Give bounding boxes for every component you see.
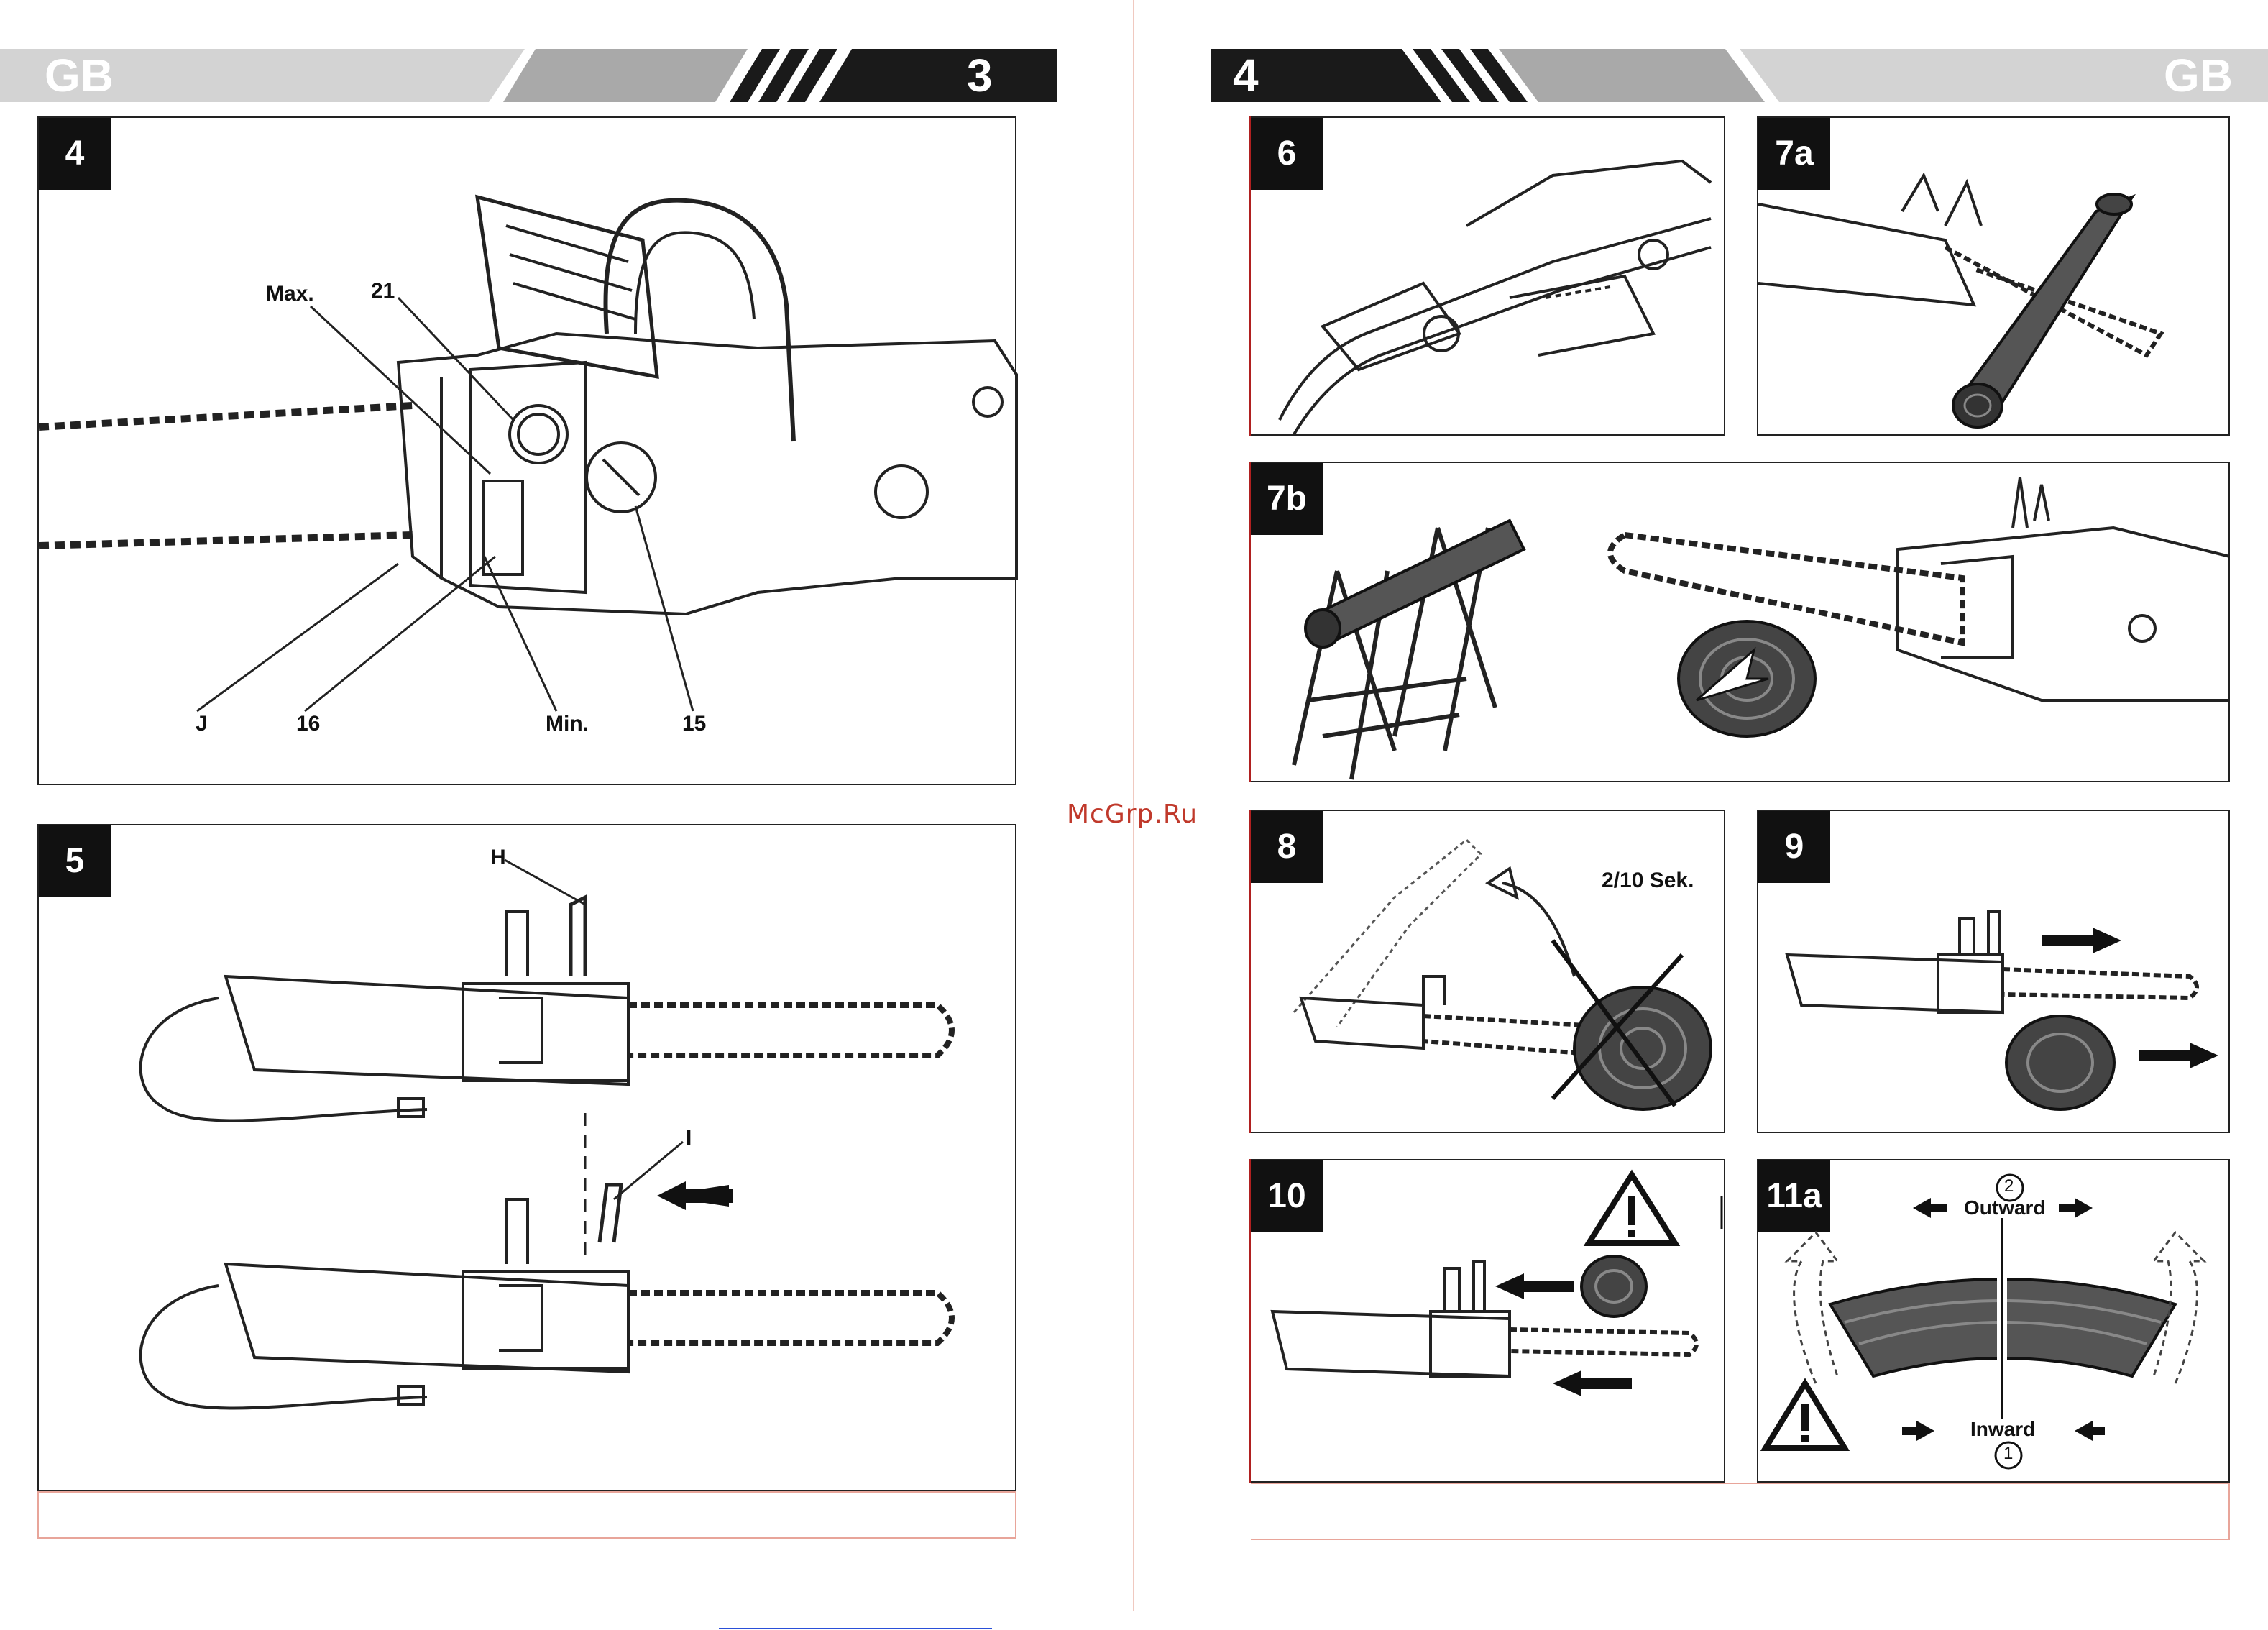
header-page-number-left: 3 bbox=[967, 49, 993, 102]
label-max: Max. bbox=[266, 282, 314, 306]
figure-5-panel: 5 H bbox=[37, 824, 1016, 1491]
figure-10-panel: 10 bbox=[1251, 1159, 1725, 1483]
header-lang-right: GB bbox=[2164, 49, 2233, 102]
label-min: Min. bbox=[546, 712, 589, 736]
sawhorse-and-saw-drawing bbox=[1251, 463, 2230, 784]
label-15: 15 bbox=[682, 712, 706, 736]
label-j: J bbox=[196, 712, 208, 736]
figure-7b-panel: 7b bbox=[1251, 462, 2230, 782]
figure-7a-panel: 7a bbox=[1757, 116, 2230, 436]
label-2: 2 bbox=[2004, 1176, 2014, 1196]
kickback-drawing bbox=[1251, 811, 1725, 1135]
label-outward: Outward bbox=[1964, 1196, 2046, 1219]
saw-push-drawing bbox=[1758, 811, 2231, 1135]
log-drawing bbox=[1953, 194, 2132, 427]
label-16: 16 bbox=[296, 712, 320, 736]
header-lang-left: GB bbox=[45, 49, 114, 102]
figure-9-panel: 9 bbox=[1757, 810, 2230, 1133]
header-page-number-right: 4 bbox=[1233, 49, 1259, 102]
figure-6-panel: 6 bbox=[1251, 116, 1725, 436]
chainsaw-closeup-drawing bbox=[39, 118, 1018, 787]
figure-11a-panel: 11a Outward Inward 2 1 bbox=[1757, 1159, 2230, 1483]
caption-box-left bbox=[37, 1491, 1016, 1539]
footer-link-underline bbox=[719, 1628, 992, 1629]
chainsaw-brake-drawing bbox=[39, 825, 1018, 1493]
caption-box-right bbox=[1251, 1483, 2230, 1540]
warning-icon bbox=[1589, 1175, 1675, 1243]
label-i: I bbox=[686, 1126, 692, 1150]
label-1: 1 bbox=[2003, 1444, 2013, 1464]
warning-icon bbox=[1766, 1383, 1845, 1448]
plug-connection-drawing bbox=[1251, 118, 1725, 437]
label-h: H bbox=[490, 846, 506, 870]
saw-pull-drawing bbox=[1251, 1160, 1725, 1484]
label-21: 21 bbox=[371, 279, 395, 303]
figure-8-panel: 8 2/10 Sek. bbox=[1251, 810, 1725, 1133]
watermark: McGrp.Ru bbox=[1067, 800, 1198, 829]
figure-4-panel: 4 bbox=[37, 116, 1016, 785]
label-time: 2/10 Sek. bbox=[1602, 869, 1694, 893]
label-inward: Inward bbox=[1970, 1418, 2035, 1441]
log-cutting-drawing bbox=[1758, 118, 2231, 437]
